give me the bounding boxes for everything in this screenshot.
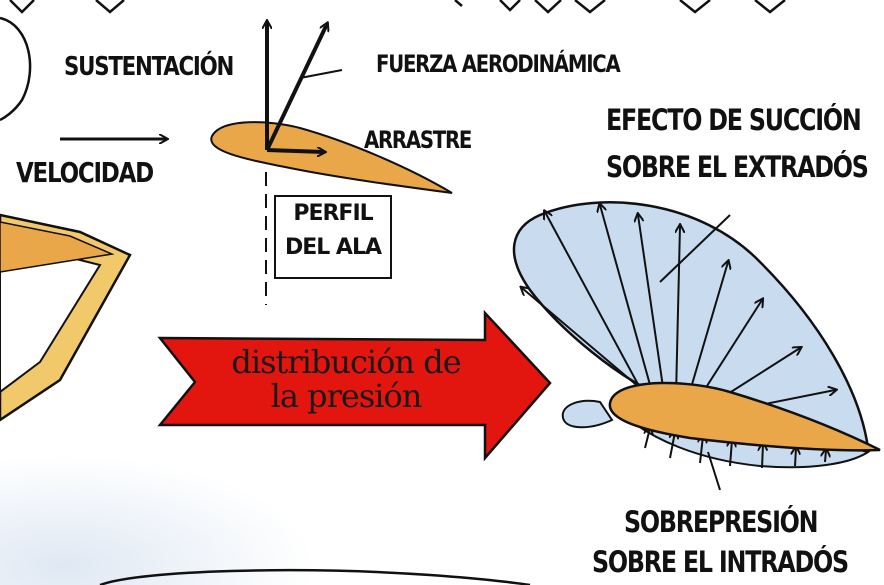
suction-leader — [659, 214, 731, 283]
banner-line2: la presión — [270, 377, 423, 415]
overpressure-label-line1: SOBREPRESIÓN — [624, 505, 819, 539]
airfoil-box-line1: PERFIL — [293, 201, 373, 226]
suction-label-line1: EFECTO DE SUCCIÓN — [606, 103, 862, 137]
large-airfoil — [608, 381, 881, 452]
drag-label: ARRASTRE — [364, 126, 472, 154]
airfoil-box-line2: DEL ALA — [284, 235, 382, 260]
aero-force-arrow — [265, 24, 327, 151]
pressure-banner-text: distribución de la presión — [196, 345, 496, 413]
left-circle-fragment — [0, 16, 32, 122]
drag-arrow — [266, 150, 324, 152]
aero-force-label: FUERZA AERODINÁMICA — [376, 50, 621, 78]
lift-label: SUSTENTACIÓN — [64, 52, 234, 82]
suction-label-line2: SOBRE EL EXTRADÓS — [606, 150, 869, 184]
airfoil-box: PERFIL DEL ALA — [274, 195, 392, 279]
lift-leader — [299, 69, 343, 79]
bottom-shape-fragment — [99, 568, 531, 585]
overpressure-leader — [707, 451, 721, 491]
front-lobe — [561, 399, 614, 429]
overpressure-label-line2: SOBRE EL INTRADÓS — [592, 545, 849, 579]
left-wing-frame — [0, 213, 132, 422]
suction-arrows — [522, 205, 835, 411]
sky-background — [0, 400, 420, 585]
banner-line1: distribución de — [231, 343, 461, 381]
pressure-banner-arrow — [157, 309, 552, 462]
velocity-label: VELOCIDAD — [16, 156, 154, 189]
top-arrows — [9, 0, 786, 14]
